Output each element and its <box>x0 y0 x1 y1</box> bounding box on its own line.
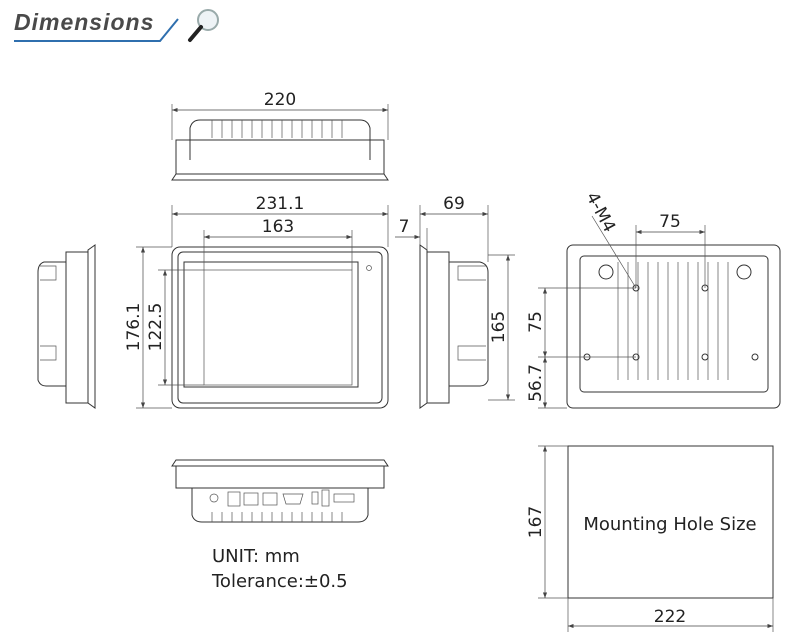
dim-hole-spacing-h: 75 <box>659 212 681 232</box>
unit-note: UNIT: mm <box>212 546 300 567</box>
dim-hole-offset: 56.7 <box>526 364 546 402</box>
dim-cutout-height: 167 <box>526 506 546 538</box>
left-side-view <box>37 244 96 409</box>
dim-overall-height: 176.1 <box>124 303 144 352</box>
mounting-cutout: Mounting Hole Size 167 222 <box>526 445 774 632</box>
screw-label: 4-M4 <box>582 189 620 236</box>
top-view: 220 <box>171 90 389 181</box>
bottom-view <box>171 459 389 523</box>
dim-top-width: 220 <box>264 90 296 110</box>
cutout-label: Mounting Hole Size <box>583 514 756 535</box>
dim-screen-width: 163 <box>262 217 294 237</box>
dim-body-height: 165 <box>489 311 509 343</box>
front-view: 231.1 163 176.1 122.5 <box>124 194 389 409</box>
dim-screen-height: 122.5 <box>146 303 166 352</box>
dim-overall-width: 231.1 <box>256 194 305 214</box>
right-side-view: 69 7 165 <box>395 194 515 409</box>
dim-hole-spacing-v: 75 <box>526 311 546 333</box>
magnifier-icon <box>188 9 219 42</box>
dim-cutout-width: 222 <box>654 607 686 627</box>
back-view: 4-M4 75 75 56.7 <box>526 189 781 409</box>
tolerance-note: Tolerance:±0.5 <box>211 571 348 592</box>
header-underline <box>14 18 179 42</box>
header: Dimensions <box>14 9 219 42</box>
dim-total-depth: 69 <box>443 194 465 214</box>
header-title: Dimensions <box>14 9 154 35</box>
dim-bezel-depth: 7 <box>399 217 410 237</box>
